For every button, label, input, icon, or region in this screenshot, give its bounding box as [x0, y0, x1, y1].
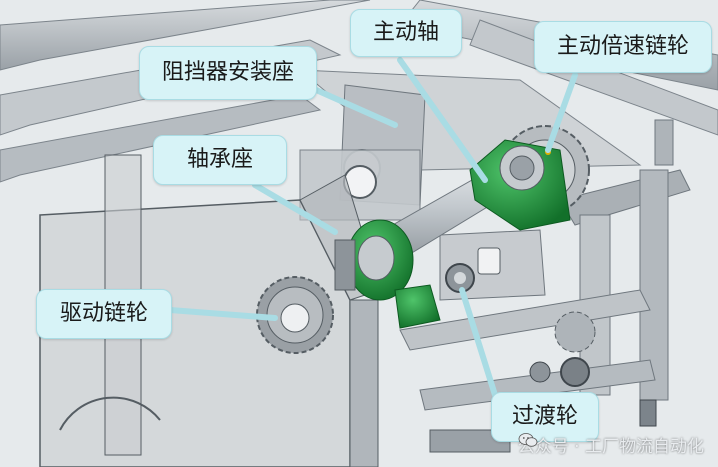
watermark-text: 公众号 · 工厂物流自动化 [517, 437, 704, 457]
label-drive-sprocket: 驱动链轮 [36, 289, 172, 339]
drive-sprocket-graphic [256, 276, 334, 354]
frame-right [399, 169, 691, 411]
bearing-seat-right-graphic [469, 139, 571, 231]
label-main-speed-sprocket: 主动倍速链轮 [534, 21, 712, 73]
leader-lines [167, 57, 578, 398]
label-main-shaft: 主动轴 [350, 9, 462, 57]
label-transition-wheel: 过渡轮 [491, 392, 599, 442]
wechat-icon [518, 433, 538, 447]
label-stopper-mount-seat: 阻挡器安装座 [139, 46, 317, 100]
label-bearing-seat: 轴承座 [153, 135, 287, 185]
watermark: 公众号 · 工厂物流自动化 [518, 432, 704, 457]
bearing-seat-left-graphic [334, 219, 441, 329]
